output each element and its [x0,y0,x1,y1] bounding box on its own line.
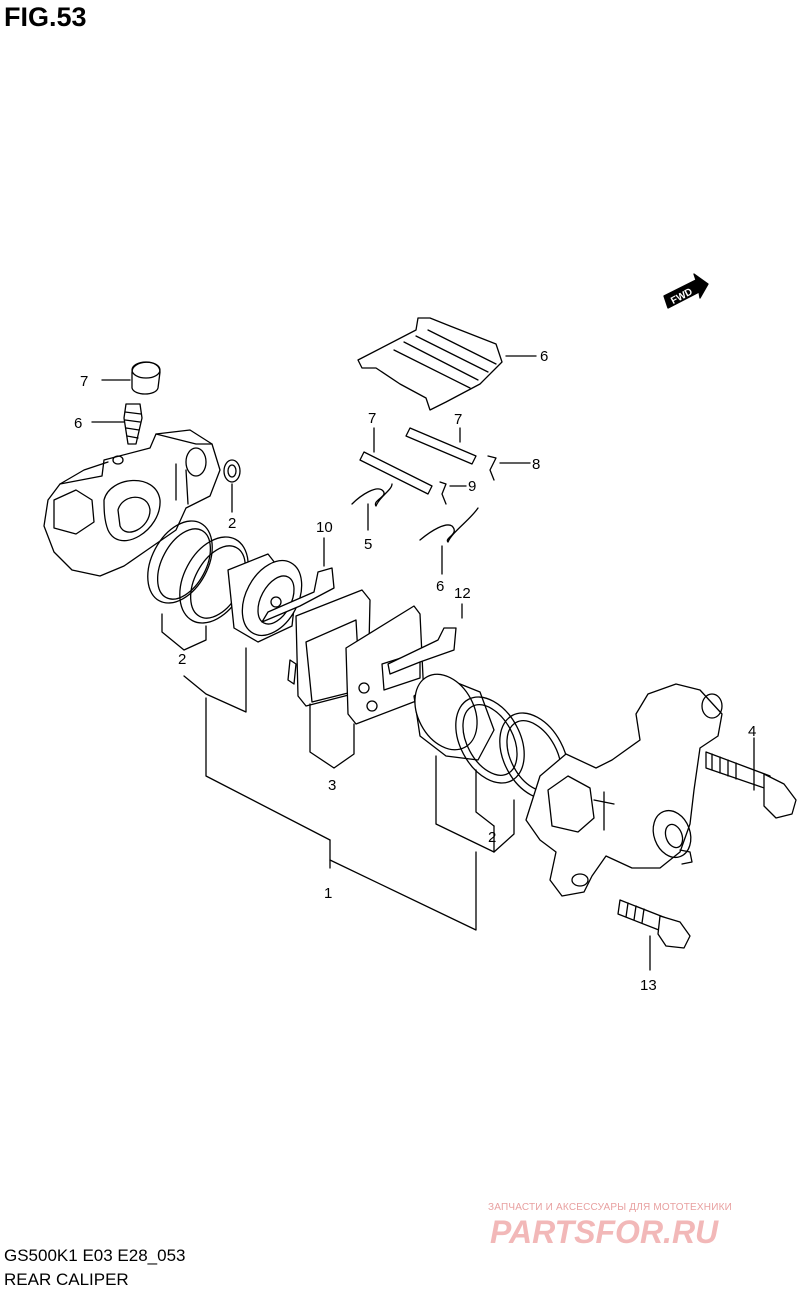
watermark-logo: PARTSFOR.RU [490,1214,719,1250]
part-11-shim [261,567,335,623]
figure-code: GS500K1 E03 E28_053 [4,1246,186,1265]
callout-9: 6 [74,415,82,432]
part-5-springs [351,483,479,543]
callout-5a: 5 [364,536,372,553]
leader-lines [91,355,755,971]
callout-1: 1 [324,885,332,902]
callout-7b: 9 [468,478,476,495]
callout-5b: 6 [436,578,444,595]
left-piston [227,553,303,643]
left-caliper-half [43,429,221,577]
callout-13: 13 [640,977,657,994]
part-2-washer [223,459,241,483]
part-10-cap [131,361,161,395]
callout-6a: 7 [368,410,376,427]
callout-11: 10 [316,519,333,536]
figure-name: REAR CALIPER [4,1270,129,1289]
callout-6b: 7 [454,411,462,428]
part-12-shim [387,627,457,675]
callout-2b: 2 [178,651,186,668]
callout-10: 7 [80,373,88,390]
part-13-bolt [617,899,691,949]
watermark-tagline: ЗАПЧАСТИ И АКСЕССУАРЫ ДЛЯ МОТОТЕХНИКИ [488,1202,733,1213]
part-4-bolt [705,751,797,819]
figure-title: FIG.53 [4,2,87,32]
part-9-bleeder-valve [123,403,143,445]
fwd-badge-text: FWD [669,286,694,306]
callout-2a: 2 [228,515,236,532]
callout-8: 6 [540,348,548,365]
callout-3: 3 [328,777,336,794]
callout-2c: 2 [488,829,496,846]
callout-4: 4 [748,723,756,740]
part-8-pad-cover [357,317,503,411]
callout-7a: 8 [532,456,540,473]
part-7-clips [439,455,497,505]
forward-arrow-icon [663,273,709,309]
right-caliper-half [525,683,723,897]
part-6-pins [359,427,477,495]
callout-12: 12 [454,585,471,602]
